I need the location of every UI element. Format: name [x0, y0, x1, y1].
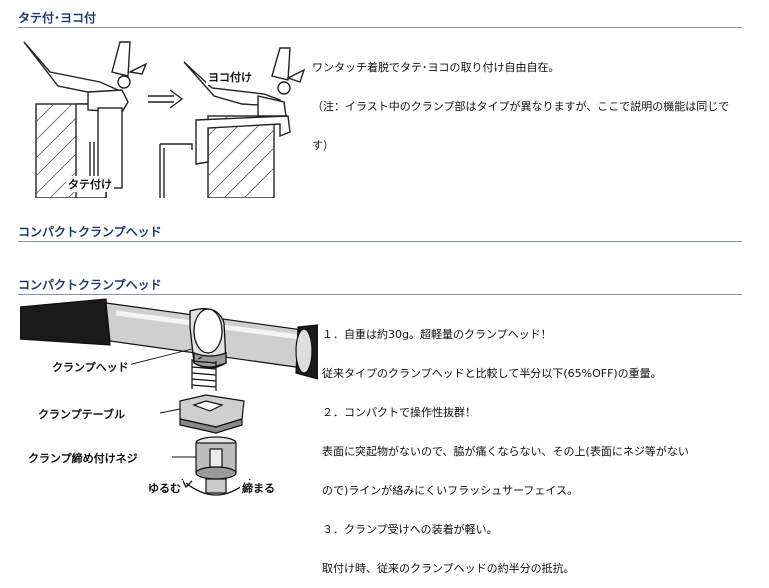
description-line: ワンタッチ着脱でタテ･ヨコの取り付け自由自在。	[312, 61, 560, 74]
horizontal-mount-drawing	[159, 47, 306, 198]
description-line: ３．クランプ受けへの装着が軽い。	[322, 523, 498, 536]
label-clamp-table: クランプテーブル	[36, 406, 128, 422]
tightening-screw-drawing	[195, 436, 237, 494]
description-line: ２．コンパクトで操作性抜群！	[322, 406, 476, 419]
leader-lines	[123, 348, 196, 458]
description-line: （注：イラスト中のクランプ部はタイプが異なりますが、ここで説明の機能は同じで	[312, 100, 730, 113]
tate-yoko-description: ワンタッチ着脱でタテ･ヨコの取り付け自由自在。 （注：イラスト中のクランプ部はタ…	[312, 35, 729, 165]
tate-yoko-illustration	[23, 41, 306, 198]
section-divider	[18, 294, 742, 295]
arrow-right-icon	[148, 89, 184, 109]
section-title-compact-clamp-head: コンパクトクランプヘッド	[18, 225, 162, 239]
clamp-head-illustration	[20, 298, 318, 496]
description-line: 従来タイプのクランプヘッドと比較して半分以下(65%OFF)の重量。	[322, 367, 662, 380]
label-yoko-tsuke: ヨコ付け	[206, 69, 254, 85]
clamp-head-drawing	[189, 308, 227, 369]
description-line: ので)ラインが絡みにくいフラッシュサーフェイス。	[322, 484, 579, 497]
vertical-mount-drawing	[23, 41, 148, 198]
section-title-compact-clamp-head-detail: コンパクトクランプヘッド	[18, 278, 162, 292]
label-clamp-screw: クランプ締め付けネジ	[26, 450, 140, 466]
section-divider	[18, 27, 742, 28]
description-line: 取付け時、従来のクランプヘッドの約半分の抵抗。	[322, 562, 575, 575]
label-loosen: ゆるむ	[146, 480, 183, 496]
section-divider	[18, 241, 742, 242]
description-line: 表面に突起物がないので、脇が痛くならない、その上(表面にネジ等がない	[322, 445, 689, 458]
description-line: す）	[312, 139, 334, 152]
compact-clamp-description: １．自重は約30g。超軽量のクランプヘッド！ 従来タイプのクランプヘッドと比較し…	[322, 302, 689, 588]
clamp-table-drawing	[179, 394, 245, 434]
description-line: １．自重は約30g。超軽量のクランプヘッド！	[322, 328, 552, 341]
label-clamp-head: クランプヘッド	[50, 359, 131, 375]
label-tighten: 締まる	[240, 480, 277, 496]
label-tate-tsuke: タテ付け	[66, 176, 114, 192]
section-title-tate-yoko: タテ付･ヨコ付	[18, 11, 97, 25]
spring-screw-drawing	[191, 356, 217, 391]
